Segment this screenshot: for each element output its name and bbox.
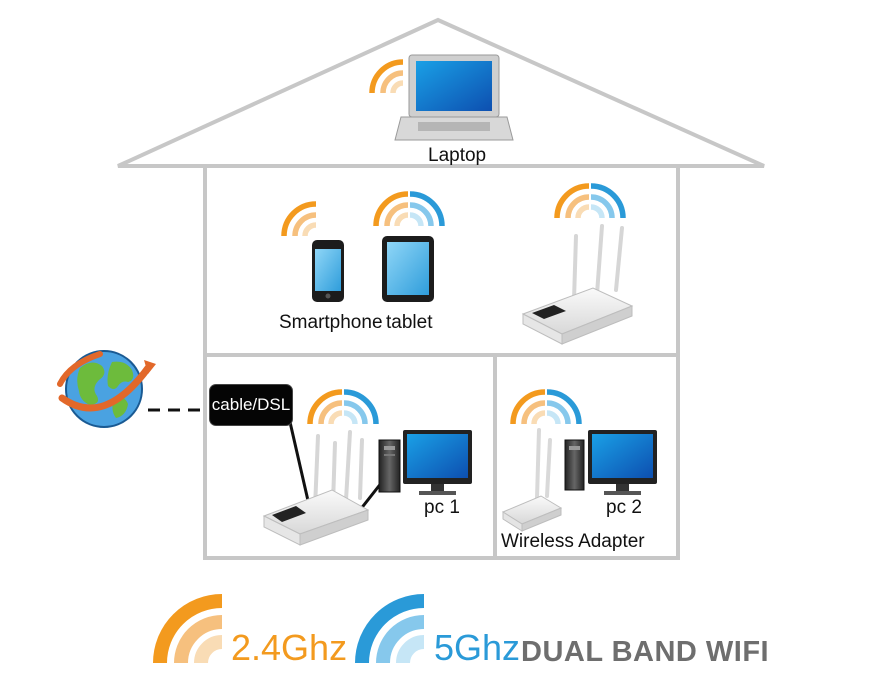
laptop-icon [394,54,514,141]
legend-24ghz-label: 2.4Ghz [231,627,348,668]
wifi-24ghz-icon [510,389,546,425]
legend-wifi-24ghz-icon [153,594,223,664]
wifi-24ghz-icon [307,389,343,425]
tablet-icon [382,236,434,302]
wireless-adapter-icon [501,428,563,532]
legend-tagline: DUAL BAND WIFI [521,636,770,668]
wifi-24ghz-icon [554,183,590,219]
wifi-5ghz-icon [590,183,626,219]
router-icon [521,224,634,345]
pc-icon [378,439,401,493]
wireless-adapter-label: Wireless Adapter [501,531,645,552]
monitor-icon [403,430,472,495]
cable-dsl-label: cable/DSL [209,384,293,426]
wifi-5ghz-icon [409,191,445,227]
pc-icon [564,439,585,491]
legend-5ghz-label: 5Ghz [434,627,521,668]
wifi-24ghz-icon [281,201,317,237]
wifi-5ghz-icon [546,389,582,425]
pc2-label: pc 2 [606,497,642,518]
smartphone-label: Smartphone [279,312,383,333]
tablet-label: tablet [386,312,433,333]
cable-line [288,421,311,506]
monitor-icon [588,430,657,495]
globe-icon [57,350,156,428]
pc1-label: pc 1 [424,497,460,518]
legend-wifi-5ghz-icon [355,594,425,664]
wifi-24ghz-icon [373,191,409,227]
smartphone-icon [312,240,344,302]
laptop-label: Laptop [428,145,487,166]
wifi-5ghz-icon [343,389,379,425]
router-icon [262,430,370,546]
cable-line [358,481,384,511]
wifi-24ghz-icon [369,59,404,94]
